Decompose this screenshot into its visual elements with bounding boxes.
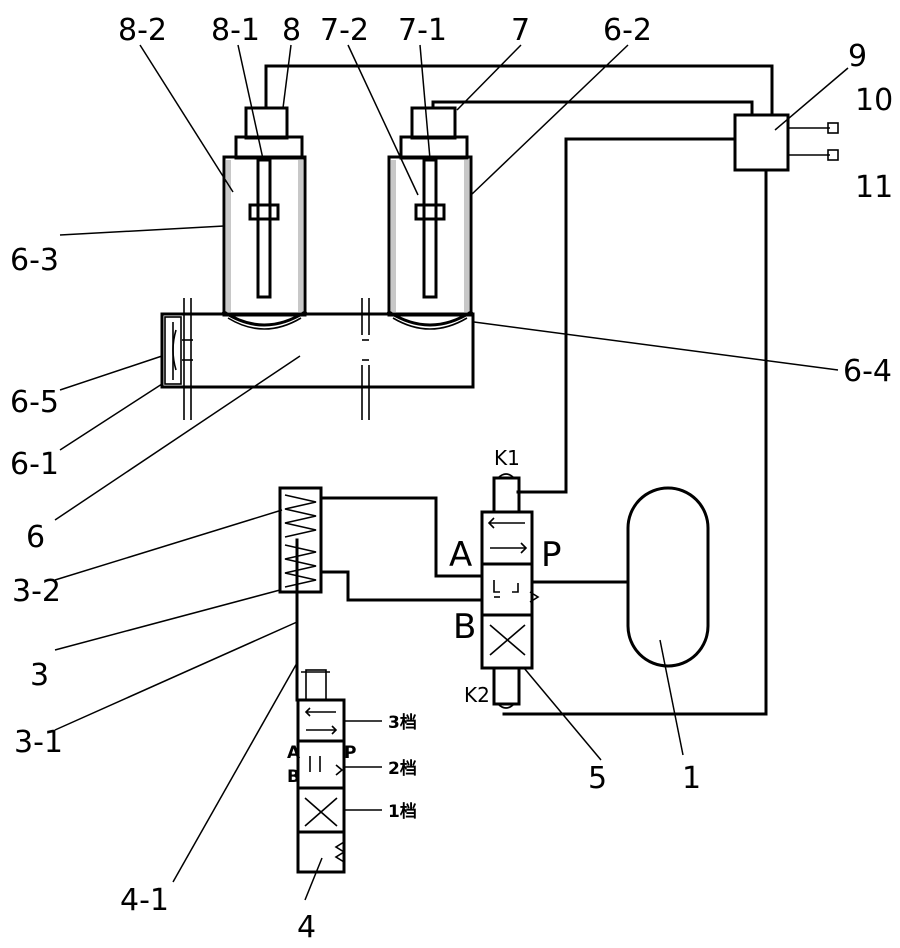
port-p-main: P (541, 535, 562, 575)
label-7-1: 7-1 (398, 13, 447, 48)
port-k1: K1 (494, 446, 520, 470)
label-5: 5 (588, 761, 607, 796)
label-6-1: 6-1 (10, 447, 59, 482)
cylinder-6-2 (389, 108, 471, 329)
position-2: 2档 (388, 758, 417, 779)
label-9: 9 (848, 39, 867, 74)
label-6: 6 (26, 520, 45, 555)
label-7-2: 7-2 (320, 13, 369, 48)
reservoir-1 (532, 488, 708, 666)
label-6-3: 6-3 (10, 243, 59, 278)
label-8-2: 8-2 (118, 13, 167, 48)
actuator-3 (280, 488, 482, 700)
port-k2: K2 (464, 683, 490, 707)
label-8-1: 8-1 (211, 13, 260, 48)
label-4: 4 (297, 910, 316, 945)
port-b-small: B (287, 767, 300, 787)
label-8: 8 (282, 13, 301, 48)
port-b-main: B (453, 607, 476, 647)
label-3: 3 (30, 658, 49, 693)
label-1: 1 (682, 761, 701, 796)
label-4-1: 4-1 (120, 883, 169, 918)
cylinder-6-3 (224, 108, 305, 329)
component-labels: 8-2 8-1 8 7-2 7-1 7 6-2 9 10 11 6-3 6-4 … (10, 13, 893, 945)
leader-lines (55, 45, 848, 900)
valve-4 (298, 670, 344, 872)
label-6-4: 6-4 (843, 354, 892, 389)
port-p-small: P (344, 743, 356, 763)
label-11: 11 (855, 170, 893, 205)
position-3: 3档 (388, 712, 417, 733)
valve-5 (482, 474, 538, 708)
position-1: 1档 (388, 801, 417, 822)
controller-9 (735, 115, 838, 170)
label-10: 10 (855, 83, 893, 118)
label-3-1: 3-1 (14, 725, 63, 760)
label-7: 7 (511, 13, 530, 48)
port-a-main: A (449, 535, 472, 575)
signal-lines (266, 66, 772, 714)
label-6-2: 6-2 (603, 13, 652, 48)
label-3-2: 3-2 (12, 574, 61, 609)
label-6-5: 6-5 (10, 385, 59, 420)
port-a-small: A (287, 743, 301, 763)
